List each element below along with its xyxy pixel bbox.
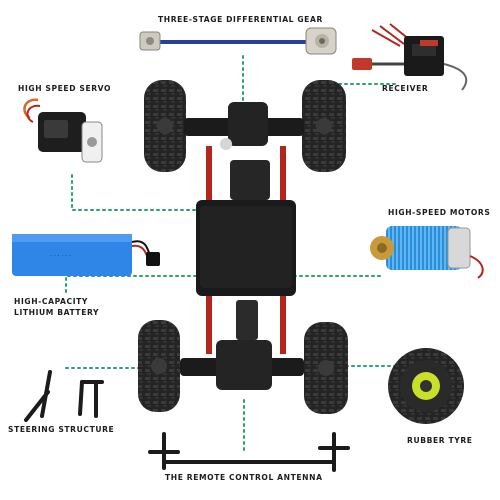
svg-text:· · · · · ·: · · · · · ·	[50, 253, 71, 260]
leader-servo	[71, 174, 201, 211]
motor-part	[370, 226, 484, 279]
label-motors: HIGH-SPEED MOTORS	[388, 208, 491, 217]
label-servo: HIGH SPEED SERVO	[18, 84, 112, 93]
label-steering: STEERING STRUCTURE	[8, 425, 115, 434]
tyre-part	[388, 348, 464, 424]
steering-part	[24, 370, 104, 422]
servo-part	[23, 98, 103, 163]
vehicle-chassis	[138, 80, 348, 414]
differential-gear-part	[139, 27, 337, 55]
antenna-part	[148, 432, 350, 472]
label-battery-line1: HIGH-CAPACITY	[14, 297, 88, 306]
leader-battery	[65, 275, 201, 293]
label-battery: HIGH-CAPACITY LITHIUM BATTERY	[14, 296, 99, 318]
leader-lines	[65, 55, 397, 453]
battery-part: · · · · · ·	[12, 234, 160, 276]
label-differential-gear: THREE-STAGE DIFFERENTIAL GEAR	[158, 15, 323, 24]
label-battery-line2: LITHIUM BATTERY	[14, 308, 100, 317]
label-receiver: RECEIVER	[382, 84, 429, 93]
receiver-part	[352, 23, 468, 91]
label-tyre: RUBBER TYRE	[407, 436, 473, 445]
label-antenna: THE REMOTE CONTROL ANTENNA	[165, 473, 323, 482]
